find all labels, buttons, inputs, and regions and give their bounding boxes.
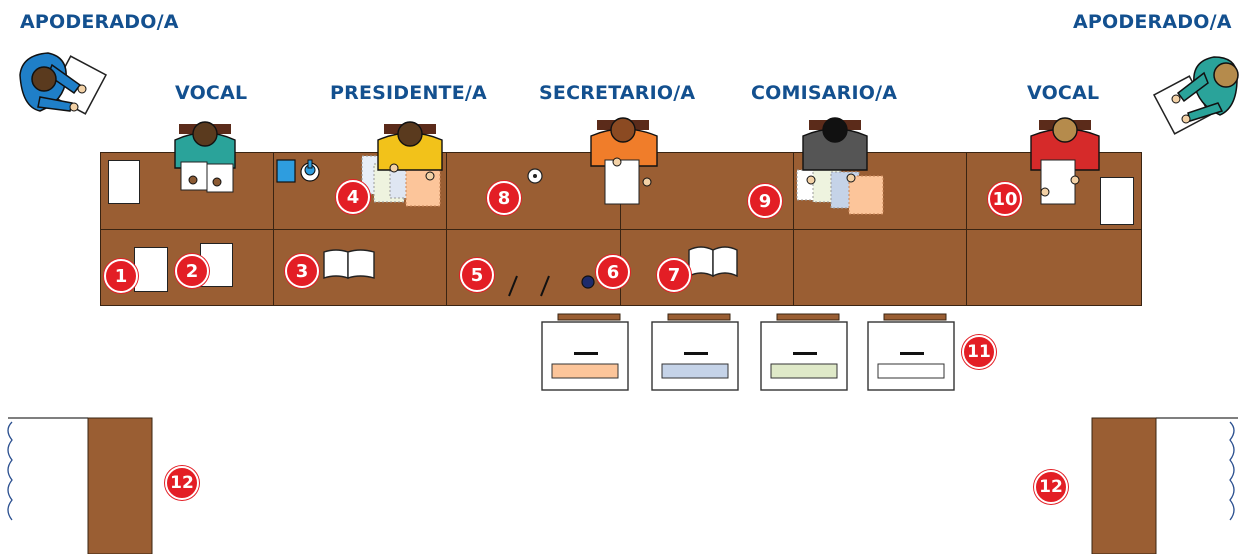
ballot-box-white [867, 313, 955, 391]
marker-9: 9 [748, 184, 782, 218]
apoderado-right-figure [1152, 56, 1239, 135]
role-secretario: SECRETARIO/A [539, 82, 696, 104]
marker-5: 5 [460, 258, 494, 292]
table-cell-bottom-6 [966, 229, 1142, 306]
presidente-figure [377, 121, 443, 181]
stamp-pad-icon [581, 275, 595, 289]
stamp-and-pad-icon [276, 159, 320, 183]
secretario-figure [590, 117, 658, 205]
voting-booth-left [7, 417, 153, 554]
apoderado-left-figure [19, 52, 108, 115]
vocal-1-figure [174, 121, 236, 193]
marker-10: 10 [988, 182, 1022, 216]
marker-7: 7 [657, 258, 691, 292]
voting-booth-right [1091, 417, 1238, 554]
ballot-box-green [760, 313, 848, 391]
marker-4: 4 [336, 180, 370, 214]
role-apoderado-left: APODERADO/A [20, 11, 179, 33]
document-sheet [1100, 177, 1134, 225]
role-apoderado-right: APODERADO/A [1073, 11, 1232, 33]
marker-6: 6 [596, 255, 630, 289]
document-sheet [134, 247, 168, 292]
document-sheet [108, 160, 140, 204]
marker-11: 11 [962, 335, 996, 369]
comisario-figure [802, 117, 868, 185]
marker-8: 8 [487, 181, 521, 215]
role-presidente: PRESIDENTE/A [330, 82, 487, 104]
role-vocal-1: VOCAL [175, 82, 248, 104]
marker-3: 3 [285, 254, 319, 288]
open-book-icon [688, 246, 738, 278]
marker-12-left: 12 [165, 466, 199, 500]
pen-icon [508, 275, 550, 297]
vocal-2-figure [1030, 117, 1100, 205]
open-book-icon [323, 249, 375, 279]
marker-12-right: 12 [1034, 470, 1068, 504]
role-vocal-2: VOCAL [1027, 82, 1100, 104]
ballot-box-orange [541, 313, 629, 391]
role-comisario: COMISARIO/A [751, 82, 898, 104]
table-cell-bottom-5 [793, 229, 967, 306]
marker-1: 1 [104, 259, 138, 293]
marker-2: 2 [175, 254, 209, 288]
ballot-stack-icon [796, 165, 884, 215]
ballot-box-blue [651, 313, 739, 391]
tape-roll-icon [527, 168, 543, 184]
